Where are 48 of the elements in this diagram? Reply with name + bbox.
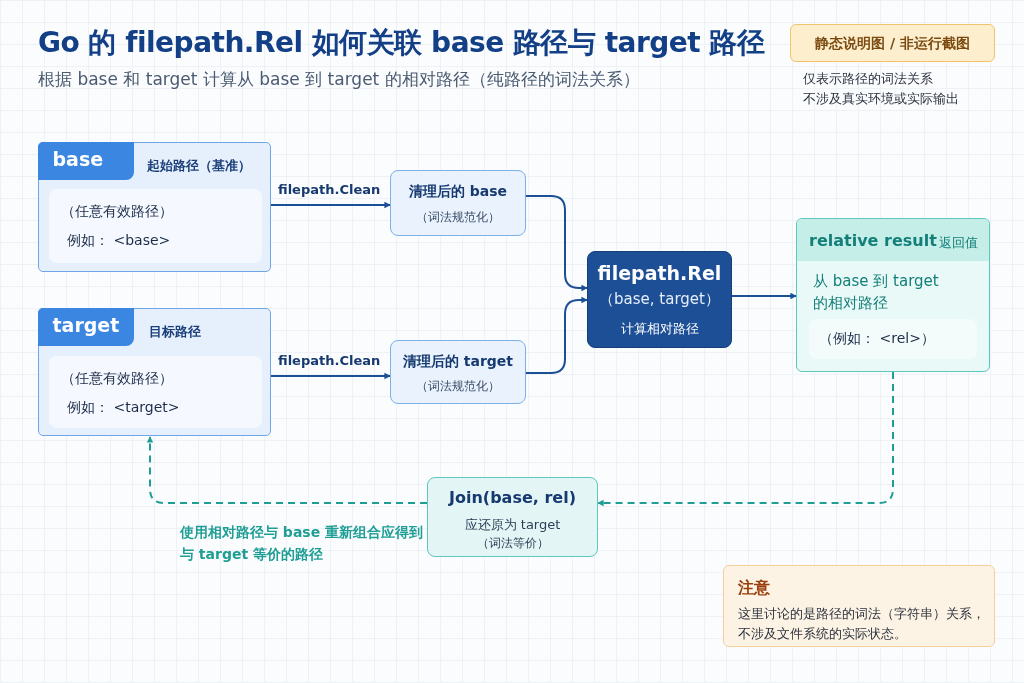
note-title: 注意 <box>738 578 770 599</box>
card-title: relative result <box>809 231 937 250</box>
arrow <box>731 292 797 300</box>
diagram-title: Go 的 filepath.Rel 如何关联 base 路径与 target 路径 <box>38 25 765 61</box>
example-text: 例如： <target> <box>67 399 180 417</box>
arrow <box>270 372 391 380</box>
caption-text: 仅表示路径的词法关系 <box>803 70 933 88</box>
badge <box>790 24 995 62</box>
result-text: 从 base 到 target 的相对路径 <box>813 271 940 314</box>
dashed-arrow <box>146 436 428 504</box>
step-note: （词法规范化） <box>415 209 501 226</box>
example-text: 例如： <base> <box>67 232 171 250</box>
card-panel <box>38 142 271 272</box>
card-panel <box>38 308 271 436</box>
caption-text: 不涉及真实环境或实际输出 <box>803 90 959 108</box>
path-note: （任意有效路径） <box>61 370 173 388</box>
join-note: 应还原为 target <box>463 516 562 534</box>
function-note: 计算相对路径 <box>619 320 700 338</box>
card-subtitle: 目标路径 <box>149 323 201 341</box>
card-title: target <box>37 307 134 346</box>
join-title: Join(base, rel) <box>447 488 577 507</box>
note-text: 这里讨论的是路径的词法（字符串）关系，不涉及文件系统的实际状态。 <box>738 605 986 644</box>
step-title: 清理后的 base <box>407 183 509 201</box>
edge-label: filepath.Clean <box>278 353 381 368</box>
arrow <box>525 296 588 374</box>
result-card <box>796 218 990 372</box>
join-box <box>427 477 598 557</box>
arrow <box>525 195 588 292</box>
note-panel <box>723 565 995 647</box>
badge-text: 静态说明图 / 非运行截图 <box>814 35 971 53</box>
card-title: base <box>37 141 134 180</box>
step-title: 清理后的 target <box>401 353 515 371</box>
card-subtitle: 起始路径（基准） <box>147 157 251 175</box>
edge-label: 使用相对路径与 base 重新组合应得到与 target 等价的路径 <box>180 523 425 564</box>
card-subtitle: 返回值 <box>939 234 978 252</box>
step-note: （词法规范化） <box>415 378 501 395</box>
process-box <box>390 170 526 236</box>
arrow <box>270 201 391 209</box>
function-name: filepath.Rel <box>596 262 723 284</box>
function-box <box>587 251 732 348</box>
edge-label: filepath.Clean <box>278 182 381 197</box>
dashed-arrow <box>597 371 894 507</box>
process-box <box>390 340 526 404</box>
path-note: （任意有效路径） <box>61 203 173 221</box>
join-note: （词法等价） <box>475 535 550 552</box>
function-args: （base, target） <box>598 290 721 309</box>
example-text: （例如： <rel>） <box>819 330 935 348</box>
subtitle: 根据 base 和 target 计算从 base 到 target 的相对路径（纯路径的词法关系） <box>38 68 640 91</box>
